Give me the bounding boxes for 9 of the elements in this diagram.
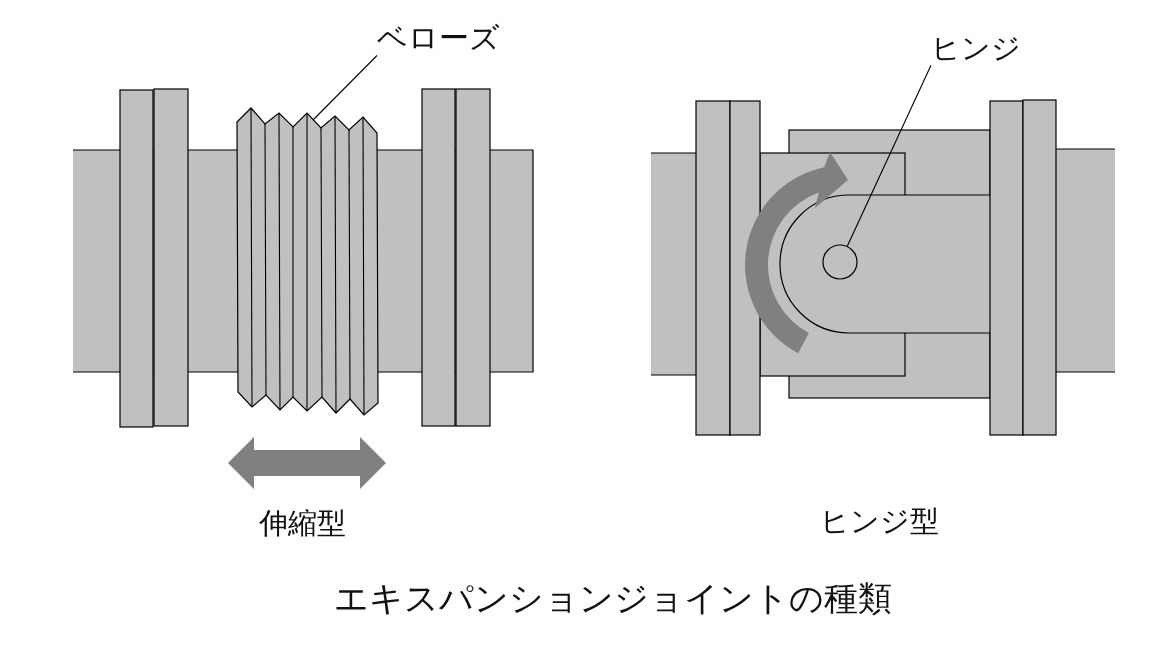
part-label: ヒンジ — [931, 32, 1021, 66]
part-label: ベローズ — [377, 21, 500, 56]
type-label: ヒンジ型 — [819, 505, 939, 539]
leader-line — [846, 64, 932, 248]
hinge-pin — [822, 244, 858, 280]
type-label: 伸縮型 — [258, 507, 346, 541]
caption: エキスパンションジョイントの種類 — [334, 579, 892, 619]
bellows — [236, 107, 379, 417]
leader-line — [312, 54, 378, 121]
